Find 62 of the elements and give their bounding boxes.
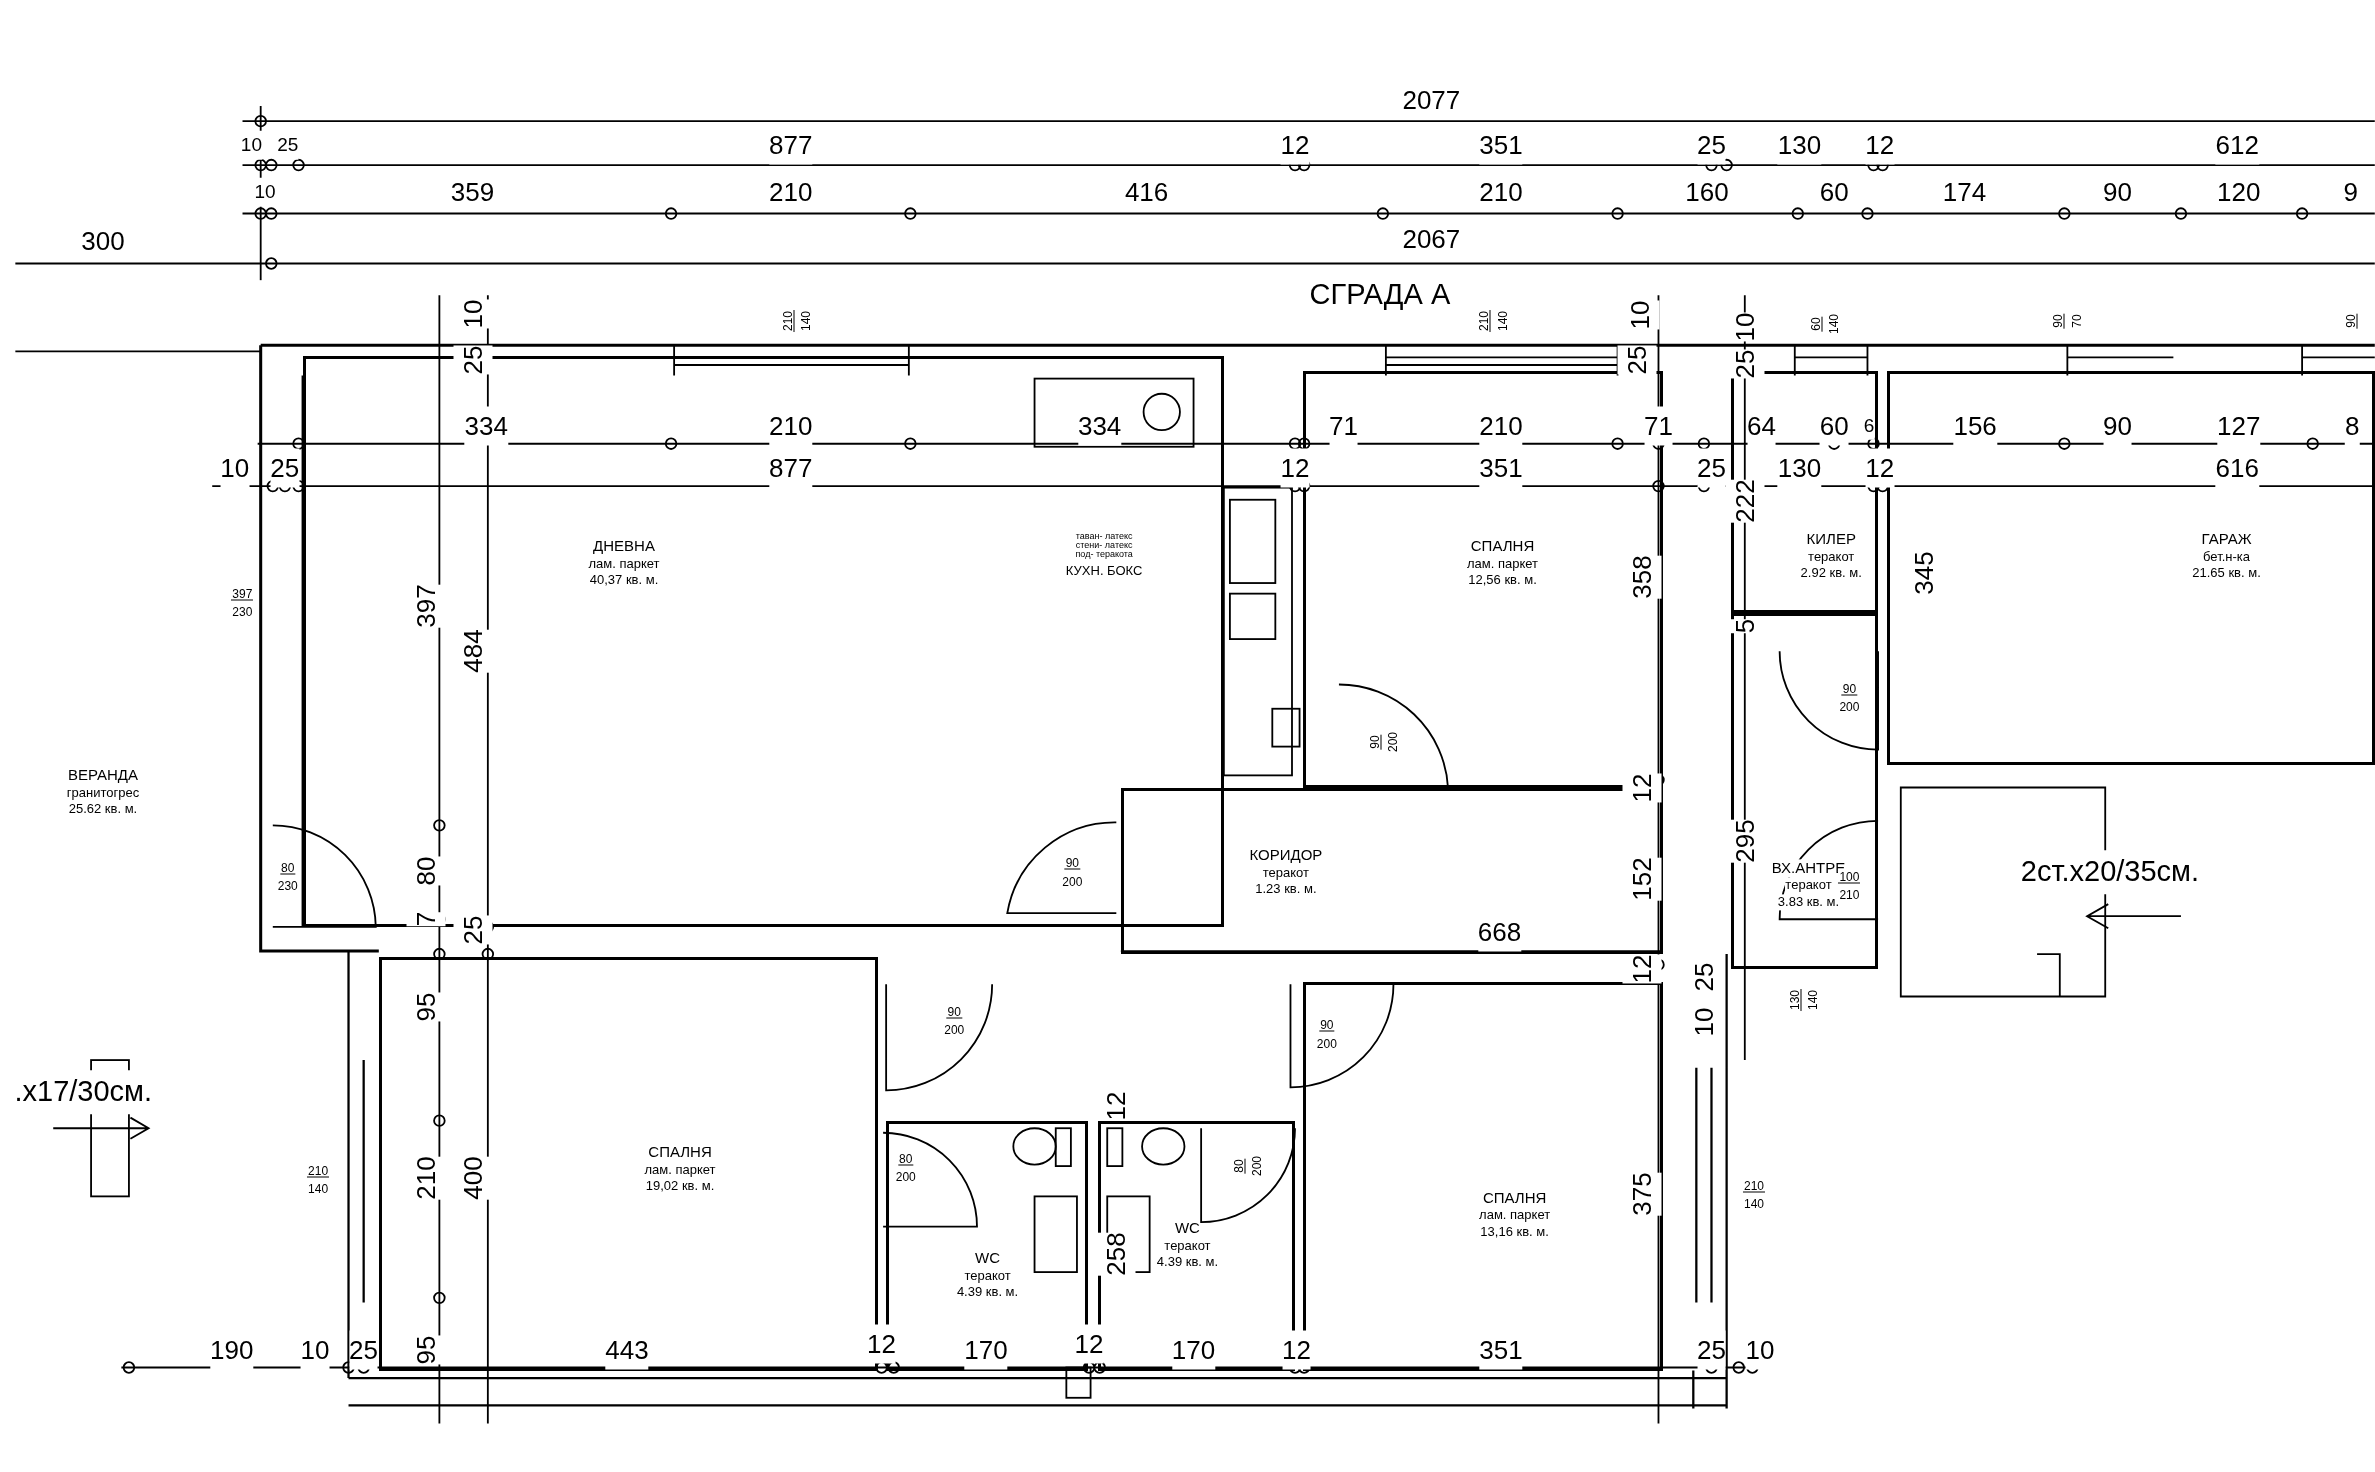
opening-size: 200 xyxy=(1839,701,1860,714)
dimension-number: 25 xyxy=(1697,448,1726,488)
opening-size: 90 xyxy=(2051,313,2065,329)
room-note: 13,16 кв. м. xyxy=(1480,1224,1549,1241)
dimension-number: 12 xyxy=(867,1324,896,1363)
opening-size: 90 xyxy=(1841,682,1858,696)
opening-size: 90 xyxy=(946,1005,962,1019)
opening-size: 60 xyxy=(1809,316,1823,332)
dimension-number: 71 xyxy=(1644,406,1673,446)
opening-size: 80 xyxy=(1232,1158,1246,1174)
opening-size: 200 xyxy=(1387,732,1400,753)
dimension-number: 25 xyxy=(349,1330,378,1370)
dimension-number: 25 xyxy=(1697,1330,1726,1370)
opening-size: 140 xyxy=(1807,989,1820,1010)
dimension-number: 12 xyxy=(1074,1324,1104,1363)
opening-size: 200 xyxy=(1316,1037,1337,1050)
opening-size: 90 xyxy=(1368,734,1382,750)
opening-size: 210 xyxy=(307,1164,330,1178)
opening-size: 90 xyxy=(1319,1018,1335,1032)
opening-size: 140 xyxy=(1743,1198,1764,1211)
opening-size: 200 xyxy=(1251,1156,1264,1177)
dimension-number: 12 xyxy=(1622,773,1662,803)
opening-size: 200 xyxy=(1062,875,1083,888)
dimension-number: 25 xyxy=(270,448,300,488)
opening-size: 200 xyxy=(895,1170,916,1183)
dimension-number: 12 xyxy=(1622,954,1662,984)
opening-size: 140 xyxy=(799,311,812,332)
dimension-number: 12 xyxy=(1865,448,1895,488)
dimension-number: 222 xyxy=(1725,479,1765,524)
opening-size: 230 xyxy=(277,880,298,893)
dimension-number: 10 xyxy=(240,131,262,160)
dimension-number: 12 xyxy=(1282,1330,1311,1370)
room-note: 19,02 кв. м. xyxy=(645,1178,715,1195)
room-note: 3.83 кв. м. xyxy=(1777,893,1840,911)
opening-size: 140 xyxy=(1828,314,1841,335)
dimension-number: 12 xyxy=(1280,448,1310,488)
opening-size: 210 xyxy=(1742,1179,1765,1193)
opening-size: 70 xyxy=(2070,314,2083,328)
opening-size: 200 xyxy=(944,1023,965,1036)
opening-size: 90 xyxy=(2344,313,2358,329)
stair-note: 2ст.х20/35см. xyxy=(2020,850,2200,895)
opening-size: 90 xyxy=(1064,856,1081,870)
opening-size: 230 xyxy=(232,605,253,618)
opening-size: 210 xyxy=(1477,310,1491,333)
opening-size: 210 xyxy=(781,310,795,333)
opening-size: 397 xyxy=(231,587,254,601)
opening-size: 80 xyxy=(280,861,296,875)
dimension-number: 25 xyxy=(453,915,493,945)
dimension-number: 25 xyxy=(453,346,493,375)
dimension-number: 10 xyxy=(254,178,276,207)
dimension-number: 258 xyxy=(1096,1232,1136,1276)
room-note: теракот xyxy=(1785,877,1832,894)
opening-size: 80 xyxy=(898,1152,914,1166)
opening-size: 140 xyxy=(308,1183,329,1195)
dimension-number: 7 xyxy=(406,912,446,927)
opening-size: 130 xyxy=(1788,988,1802,1011)
dimension-number: 25 xyxy=(1617,346,1657,375)
dimension-number: 334 xyxy=(464,406,508,446)
stair-note: .x17/30см. xyxy=(14,1070,153,1114)
opening-size: 100 xyxy=(1838,870,1861,884)
opening-size: 210 xyxy=(1839,889,1860,902)
opening-size: 140 xyxy=(1496,311,1509,332)
